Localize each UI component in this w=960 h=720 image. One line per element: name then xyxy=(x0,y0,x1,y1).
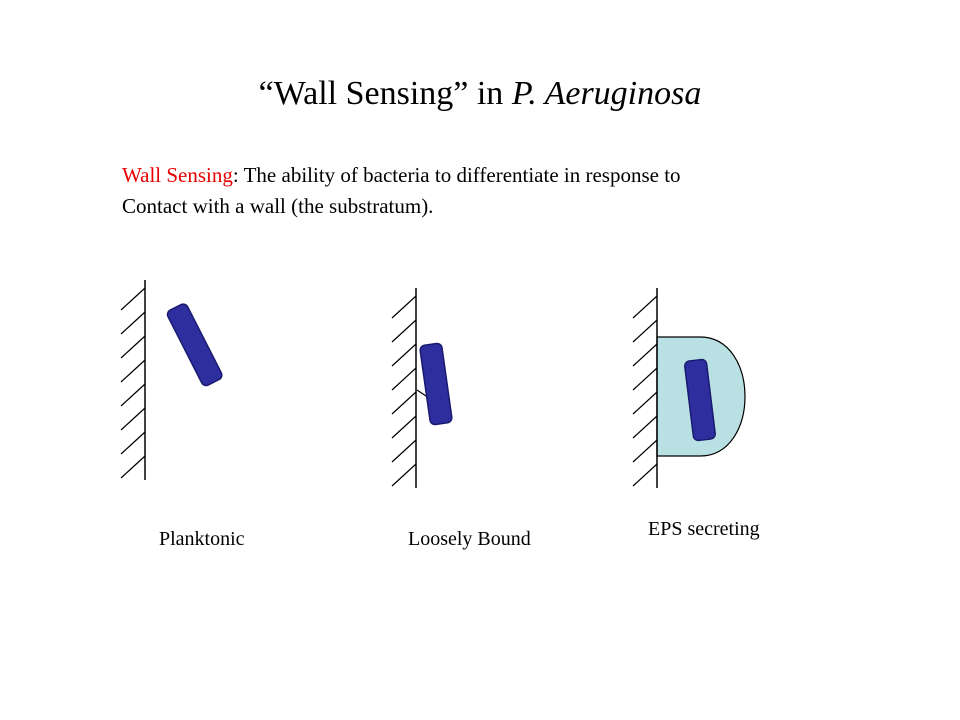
slide-title: “Wall Sensing” in P. Aeruginosa xyxy=(0,72,960,116)
wall-hatching xyxy=(391,295,417,487)
caption-eps-secreting: EPS secreting xyxy=(648,518,760,540)
definition-term: Wall Sensing xyxy=(122,163,233,187)
definition-line-1: Wall Sensing: The ability of bacteria to… xyxy=(122,160,882,191)
bacterium-eps-secreting xyxy=(684,358,716,442)
definition-text: Wall Sensing: The ability of bacteria to… xyxy=(122,160,882,222)
caption-planktonic: Planktonic xyxy=(159,528,245,550)
definition-colon: : xyxy=(232,163,244,187)
definition-line-2: Contact with a wall (the substratum). xyxy=(122,194,434,218)
wall-hatching xyxy=(632,295,658,487)
stage-loosely-bound xyxy=(391,288,453,488)
bacterium-loosely-bound xyxy=(419,342,453,426)
wall-hatching xyxy=(120,287,146,479)
bacterium-planktonic xyxy=(166,303,223,387)
title-prefix: “Wall Sensing” in xyxy=(258,75,512,112)
definition-line-1-rest: The ability of bacteria to differentiate… xyxy=(243,163,681,187)
caption-loosely-bound: Loosely Bound xyxy=(408,528,531,550)
title-species: P. Aeruginosa xyxy=(511,75,702,112)
stage-eps-secreting xyxy=(632,288,746,488)
stage-planktonic xyxy=(120,280,223,480)
